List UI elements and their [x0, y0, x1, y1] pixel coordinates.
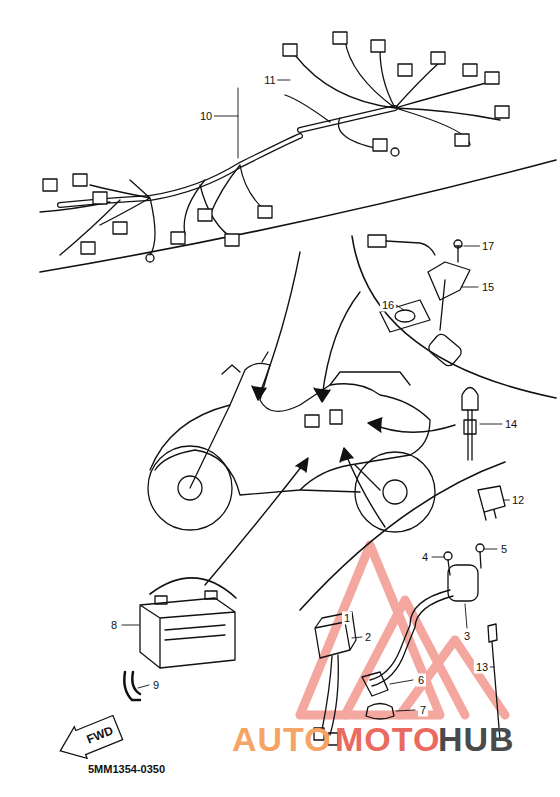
connector-plug [371, 40, 385, 52]
watermark-logo [300, 545, 505, 715]
callout-number: 6 [416, 674, 426, 687]
relay [478, 486, 505, 520]
callout-number: 5 [499, 543, 509, 556]
watermark: HUB [438, 722, 515, 756]
connector-plug [81, 242, 95, 254]
callout-number: 11 [262, 74, 277, 87]
battery [140, 591, 235, 668]
connector-plug [431, 52, 445, 64]
connector-plug [198, 209, 212, 221]
plug-cap [362, 672, 388, 696]
callout-number: 17 [480, 240, 496, 253]
connector-plug [463, 64, 477, 76]
watermark: AUTO [232, 722, 332, 756]
callout-number: 2 [363, 631, 373, 644]
callout-number: 1 [342, 612, 352, 625]
fuse-holder [462, 388, 478, 461]
callout-number: 16 [380, 299, 396, 312]
connector-plug [258, 206, 272, 218]
part-code: 5MM1354-0350 [86, 763, 167, 776]
watermark: MOTO [335, 722, 440, 756]
callout-number: 9 [151, 679, 161, 692]
connector-plug [93, 192, 107, 204]
panel-boundary [300, 462, 505, 610]
cap [366, 704, 394, 720]
connector-plug [283, 44, 297, 56]
callout-number: 13 [474, 661, 490, 674]
panel-boundary [40, 160, 556, 272]
arrow-shape [54, 712, 124, 767]
panel-boundary [352, 236, 556, 398]
callout-number: 4 [420, 551, 430, 564]
wire-harness [40, 40, 500, 262]
fuel-sender [368, 235, 470, 368]
leader-line [122, 80, 510, 711]
callout-number: 3 [462, 630, 472, 643]
callout-number: 14 [503, 418, 519, 431]
connector-plug [43, 179, 57, 191]
breather-hose [124, 672, 140, 700]
connector-plug [455, 134, 469, 146]
connector-plug [495, 106, 509, 118]
harness-connectors [43, 32, 509, 254]
callout-number: 8 [109, 619, 119, 632]
callout-number: 7 [418, 704, 428, 717]
connector-plug [171, 232, 185, 244]
connector-plug [73, 174, 87, 186]
direction-arrow: FWD [54, 711, 125, 766]
callout-number: 15 [480, 281, 496, 294]
scooter [148, 352, 435, 532]
connector-plug [485, 72, 499, 84]
connector-plug [225, 234, 239, 246]
connector-plug [113, 222, 127, 234]
ignition-coil [370, 565, 478, 686]
connector-plug [398, 64, 412, 76]
panel-boundary [150, 578, 236, 598]
pointer-arrow [205, 252, 455, 585]
connector-plug [333, 32, 347, 44]
callout-number: 12 [510, 494, 526, 507]
callout-number: 10 [198, 110, 214, 123]
connector-plug [373, 139, 387, 151]
